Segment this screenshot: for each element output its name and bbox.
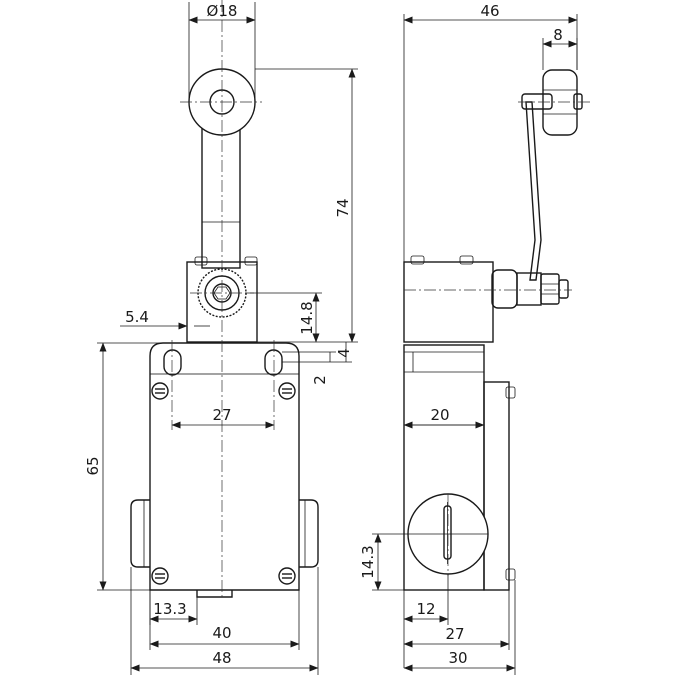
front-conduit-left <box>130 499 150 568</box>
dim-pivot-height: 14.8 <box>298 301 316 334</box>
front-switch-body <box>149 342 300 591</box>
dim-hole-spacing: 27 <box>212 406 231 424</box>
side-lever-arm <box>525 101 542 281</box>
dim-height-2: 2 <box>311 375 329 385</box>
side-dimensions: 46 8 20 14.3 12 27 30 <box>359 2 578 675</box>
dim-side-body-depth: 20 <box>430 406 449 424</box>
dim-side-depth-30: 30 <box>448 649 467 667</box>
dim-offset-screw: 5.4 <box>125 308 149 326</box>
dim-side-conduit-height: 14.3 <box>359 545 377 578</box>
side-cover-plate <box>483 381 510 591</box>
dim-conduit-offset: 13.3 <box>153 600 186 618</box>
side-head <box>403 261 494 343</box>
front-screw-top-right <box>278 382 296 400</box>
front-screw-bottom-left <box>151 567 169 585</box>
front-view <box>130 0 319 600</box>
front-screw-top-left <box>151 382 169 400</box>
dim-side-depth-27: 27 <box>445 625 464 643</box>
front-lever-arm <box>201 117 241 269</box>
front-dimensions: Ø18 74 14.8 4 2 5.4 27 65 13.3 <box>84 2 358 675</box>
dim-height-4: 4 <box>335 348 353 358</box>
dim-lever-height: 74 <box>334 198 352 217</box>
dim-body-width: 40 <box>212 624 231 642</box>
front-conduit-right <box>299 499 319 568</box>
side-pivot-boss <box>491 269 518 309</box>
dim-body-height: 65 <box>84 456 102 475</box>
dim-total-width: 48 <box>212 649 231 667</box>
side-view <box>403 69 590 591</box>
dim-roller-width: 8 <box>553 26 563 44</box>
dim-side-total-width: 46 <box>480 2 499 20</box>
side-roller <box>542 69 578 136</box>
dim-roller-diameter: Ø18 <box>207 2 238 20</box>
dim-side-offset-12: 12 <box>416 600 435 618</box>
front-screw-bottom-right <box>278 567 296 585</box>
